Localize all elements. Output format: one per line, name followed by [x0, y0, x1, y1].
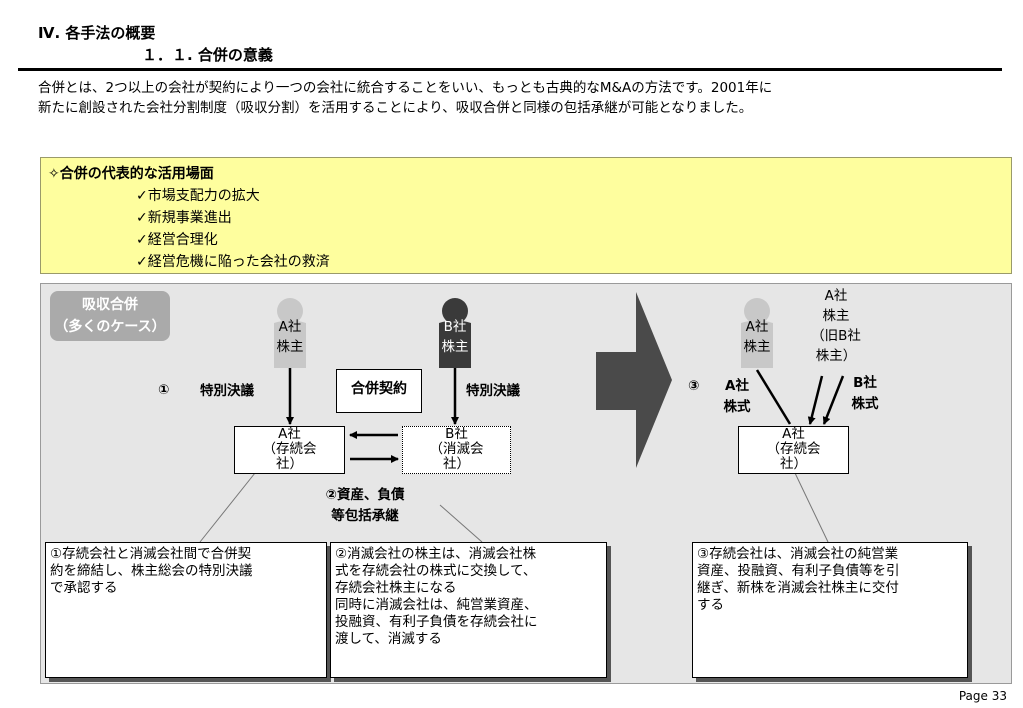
b-shareholder-person-icon: [439, 298, 471, 368]
step-3-number: ③: [688, 378, 700, 394]
note-line: 式を存続会社の株式に交換して、: [335, 563, 537, 579]
intro-line-1: 合併とは、2つ以上の会社が契約により一つの会社に統合することをいい、もっとも古典…: [38, 80, 773, 96]
label-line: A社: [824, 288, 848, 304]
note-line: 継ぎ、新株を消滅会社株主に交付: [697, 580, 899, 596]
special-resolution-b-label: 特別決議: [466, 383, 520, 399]
note-step-3: ③存続会社は、消滅会社の純営業 資産、投融資、有利子負債等を引 継ぎ、新株を消滅…: [692, 542, 968, 678]
label-line: ②資産、負債: [325, 487, 405, 503]
usage-scenes-panel: ✧合併の代表的な活用場面 ✓市場支配力の拡大 ✓新規事業進出 ✓経営合理化 ✓経…: [40, 157, 1012, 274]
badge-title: 吸収合併: [82, 297, 138, 313]
note-line: 渡して、消滅する: [335, 631, 442, 647]
note-line: 約を締結し、株主総会の特別決議: [50, 563, 253, 579]
label-line: A社: [725, 378, 749, 394]
note-line: する: [697, 597, 724, 613]
a-shareholder-person-icon: [741, 298, 773, 368]
note-line: 資産、投融資、有利子負債等を引: [697, 563, 900, 579]
label-line: B社: [443, 319, 467, 335]
a-shareholder-label: A社 株主: [727, 317, 787, 357]
label-line: 株式: [851, 396, 879, 412]
usage-scene-item: ✓新規事業進出: [136, 210, 232, 226]
a-shares-label: A社 株式: [714, 376, 760, 418]
subsection-title: １．１. 合併の意義: [142, 46, 273, 64]
box-line: （存続会: [766, 441, 821, 457]
step-1-number: ①: [158, 382, 170, 398]
usage-scenes-title: ✧合併の代表的な活用場面: [48, 166, 214, 182]
note-line: 存続会社株主になる: [335, 580, 457, 596]
box-line: （消滅会: [429, 441, 484, 457]
usage-scene-item: ✓市場支配力の拡大: [136, 188, 260, 204]
a-shareholder-person-icon: [274, 298, 306, 368]
box-line: B社: [445, 426, 468, 442]
note-step-2: ②消滅会社の株主は、消滅会社株 式を存続会社の株式に交換して、 存続会社株主にな…: [330, 542, 607, 678]
b-shares-label: B社 株式: [842, 373, 888, 415]
merger-contract-doc: 合併契約: [336, 369, 422, 413]
label-line: 株主）: [815, 348, 857, 364]
note-line: ②消滅会社の株主は、消滅会社株: [335, 546, 537, 562]
usage-scene-item: ✓経営合理化: [136, 232, 218, 248]
dissolved-company-b-box: B社 （消滅会 社）: [402, 426, 511, 474]
header-rule: [18, 68, 1002, 71]
new-shareholder-label: A社 株主 （旧B社 株主）: [802, 286, 870, 366]
note-line: ③存続会社は、消滅会社の純営業: [697, 546, 899, 562]
label-line: A社: [278, 319, 302, 335]
label-line: B社: [853, 375, 877, 391]
label-line: 株主: [441, 339, 469, 355]
box-line: （存続会: [262, 441, 317, 457]
box-line: A社: [782, 426, 805, 442]
label-line: 株主: [822, 308, 850, 324]
note-line: 同時に消滅会社は、純営業資産、: [335, 597, 538, 613]
special-resolution-a-label: 特別決議: [200, 383, 254, 399]
label-line: A社: [745, 319, 769, 335]
badge-subtitle: （多くのケース）: [54, 319, 166, 335]
b-shareholder-label: B社 株主: [425, 317, 485, 357]
a-shareholder-label: A社 株主: [260, 317, 320, 357]
box-line: A社: [278, 426, 301, 442]
label-line: 等包括承継: [331, 508, 399, 524]
note-line: 投融資、有利子負債を存続会社に: [335, 614, 538, 630]
note-line: で承認する: [50, 580, 118, 596]
transition-arrow-icon: [596, 292, 672, 468]
step-2-label: ②資産、負債 等包括承継: [310, 485, 420, 527]
note-line: ①存続会社と消滅会社間で合併契: [50, 546, 252, 562]
box-line: 社）: [780, 456, 807, 472]
label-line: 株主: [743, 339, 771, 355]
section-title: Ⅳ. 各手法の概要: [38, 24, 156, 42]
label-line: （旧B社: [811, 328, 861, 344]
label-line: 株式: [723, 399, 751, 415]
box-line: 社）: [276, 456, 303, 472]
note-step-1: ①存続会社と消滅会社間で合併契 約を締結し、株主総会の特別決議 で承認する: [45, 542, 327, 678]
intro-line-2: 新たに創設された会社分割制度（吸収分割）を活用することにより、吸収合併と同様の包…: [38, 100, 753, 116]
usage-scene-item: ✓経営危機に陥った会社の救済: [136, 254, 330, 270]
surviving-company-a-box: A社 （存続会 社）: [234, 426, 345, 474]
page-number: Page 33: [958, 689, 1007, 703]
label-line: 株主: [276, 339, 304, 355]
intro-text: 合併とは、2つ以上の会社が契約により一つの会社に統合することをいい、もっとも古典…: [38, 78, 772, 118]
surviving-company-box: A社 （存続会 社）: [738, 426, 849, 474]
absorption-merger-badge: 吸収合併 （多くのケース）: [50, 291, 170, 341]
box-line: 社）: [443, 456, 470, 472]
